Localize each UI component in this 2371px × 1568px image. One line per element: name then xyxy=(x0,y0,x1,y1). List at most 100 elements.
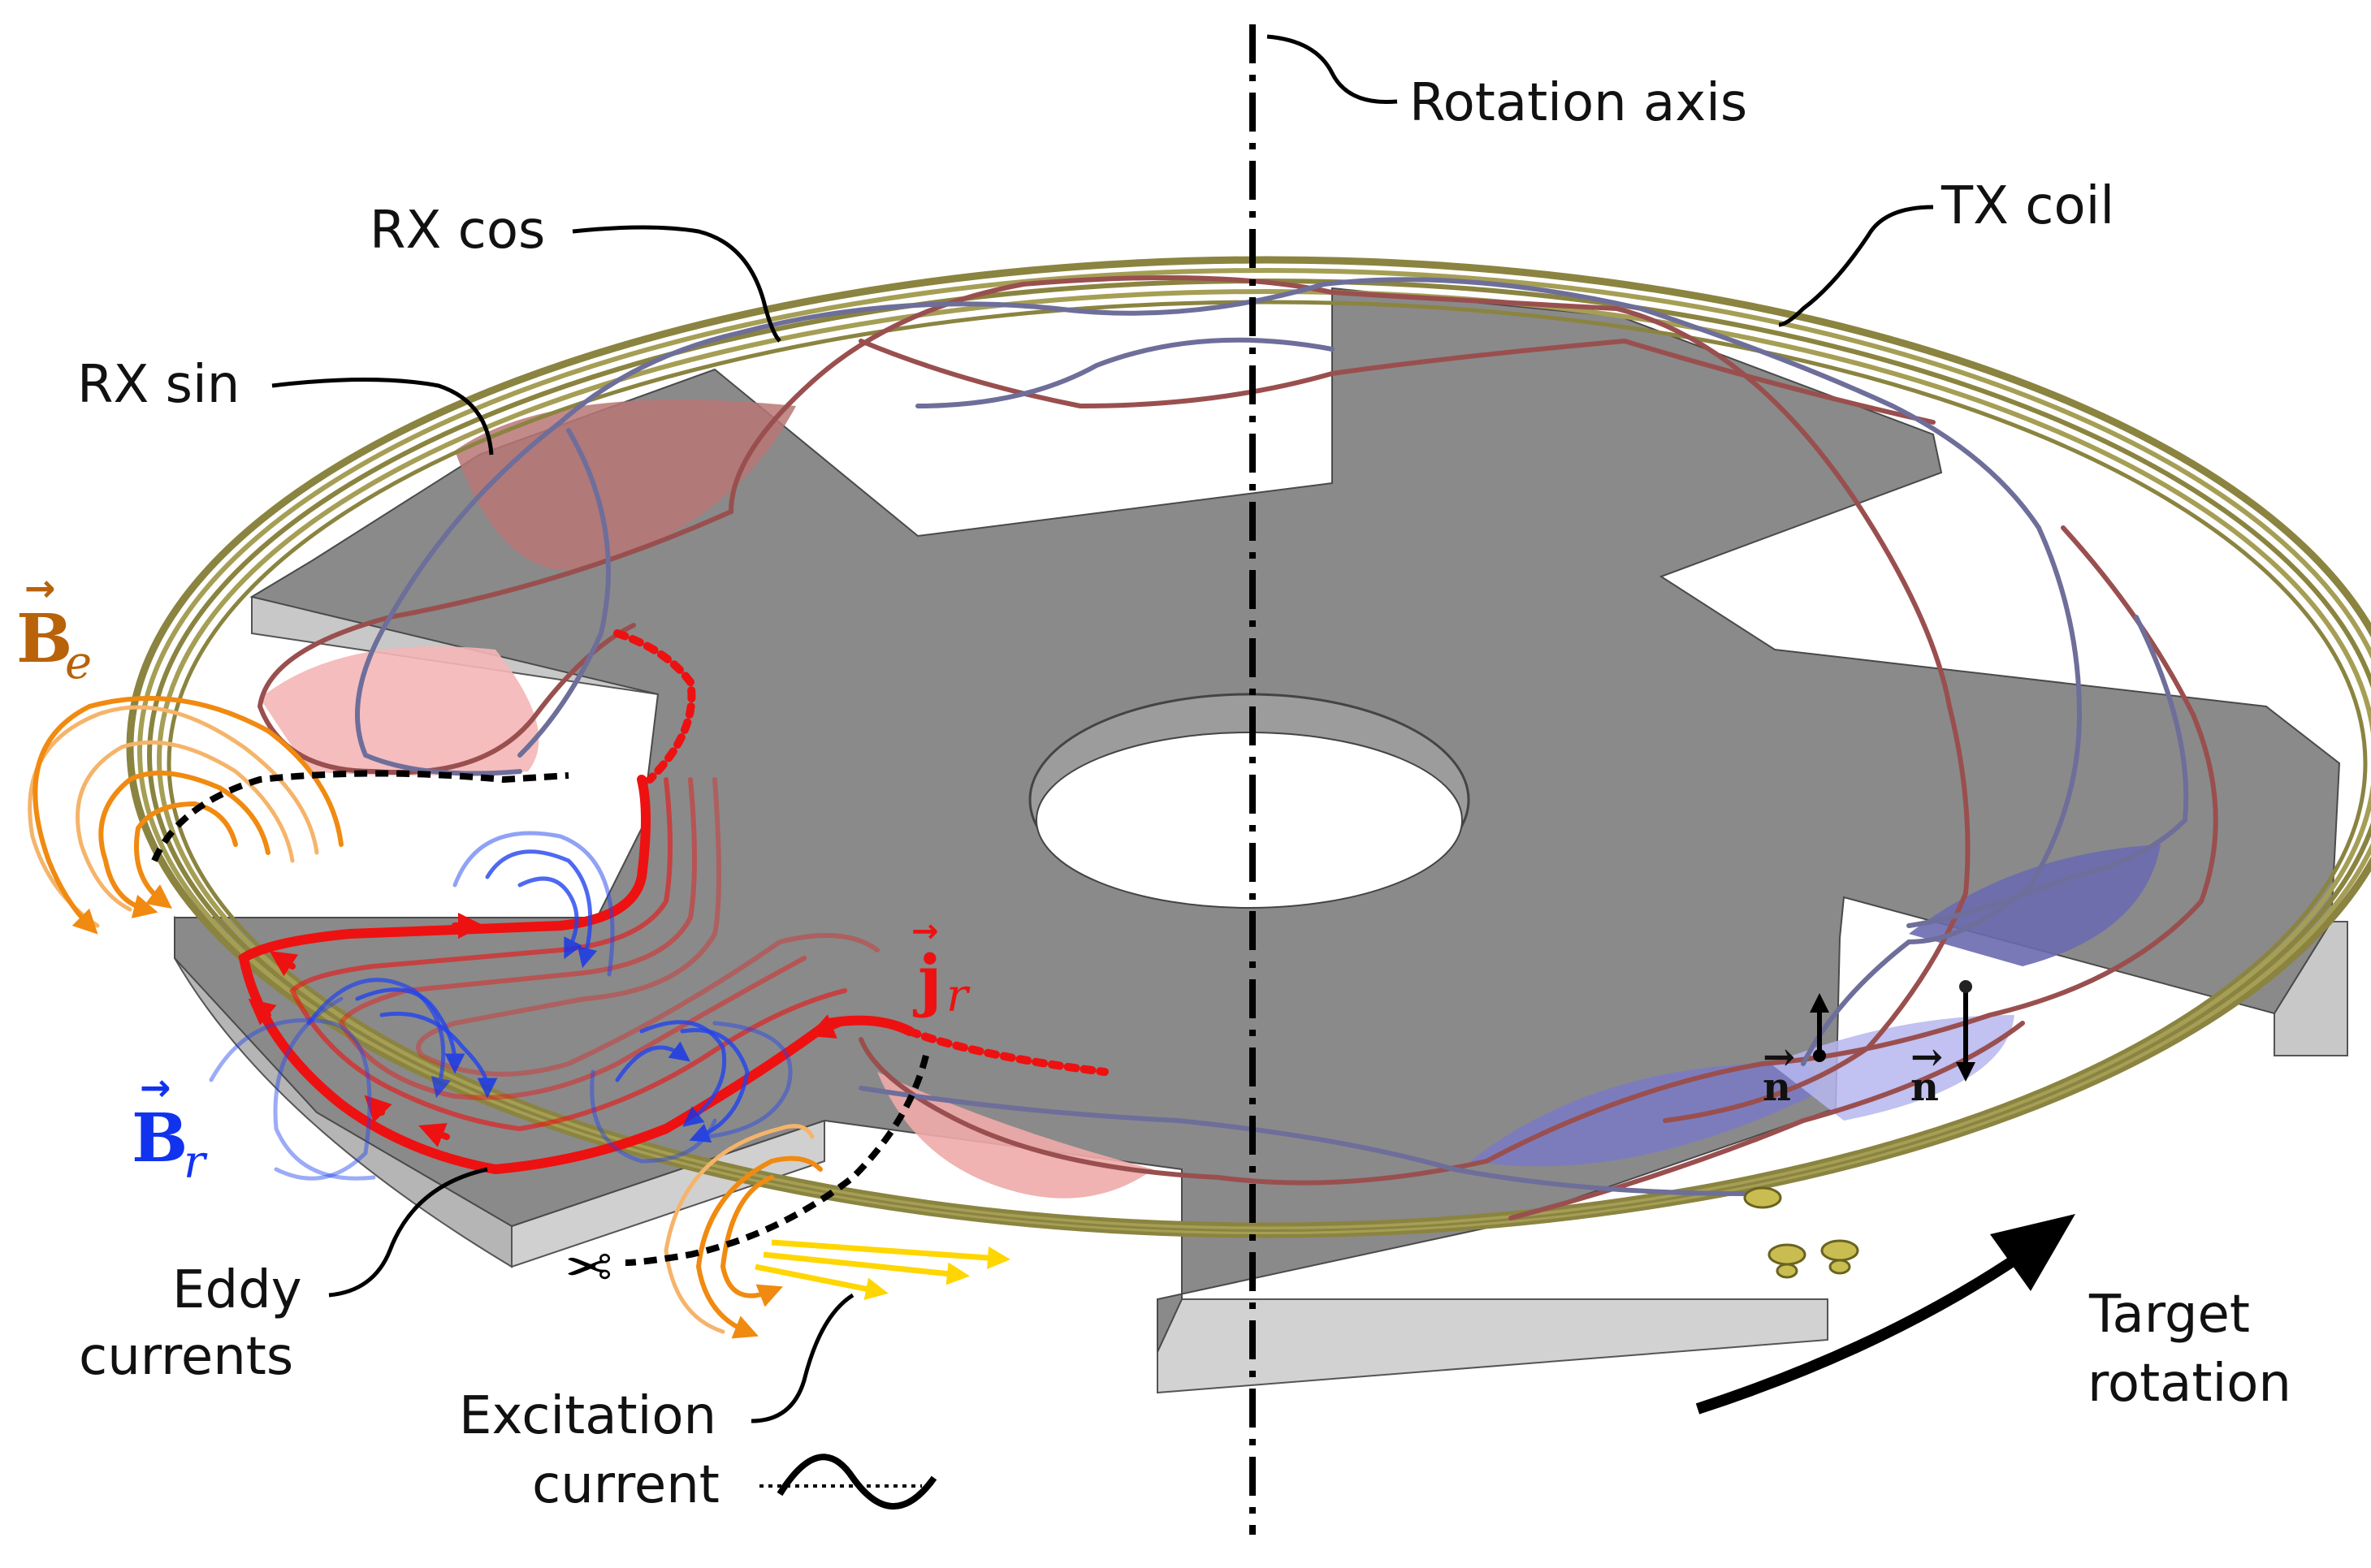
br-field-loop xyxy=(355,987,465,1074)
rx-fills xyxy=(260,400,2161,1199)
jr-label: → j r xyxy=(911,913,971,1022)
br-field-loop xyxy=(590,1069,717,1164)
rx-sin-label: RX sin xyxy=(77,355,240,415)
eddy-arrow xyxy=(269,951,299,977)
br-field-loop xyxy=(704,1021,793,1139)
rx-sin-wire xyxy=(915,337,1335,408)
normal-label-right: n xyxy=(1910,1065,1939,1110)
eddy-currents-label-2: currents xyxy=(79,1327,293,1387)
excitation-current xyxy=(755,1239,1010,1300)
br-label: → B r xyxy=(132,1065,208,1189)
leader-lines xyxy=(271,34,1934,1423)
rx-cos-lobe-2 xyxy=(1470,1062,1817,1167)
rx-sin-wire xyxy=(1906,615,2189,928)
eddy-currents-label-1: Eddy xyxy=(172,1260,302,1320)
br-field-loop xyxy=(517,876,582,960)
normal-down-base xyxy=(1959,980,1972,993)
br-field-loop xyxy=(306,978,452,1099)
sine-wave-icon xyxy=(759,1454,937,1510)
sine-wave-curve xyxy=(777,1454,937,1510)
rx-cos-lobe-3 xyxy=(1771,1015,2014,1121)
eddy-arrow xyxy=(364,1095,392,1123)
br-field-loop xyxy=(452,831,615,977)
tx-coil-turn xyxy=(167,300,2368,1227)
tx-terminal xyxy=(1743,1186,1782,1209)
normal-up-base xyxy=(1813,1049,1826,1062)
rx-sin-lobe-1 xyxy=(455,400,796,571)
rotation-arc xyxy=(1695,1250,2026,1415)
eddy-arrow xyxy=(418,1123,450,1147)
eddy-current-dotted xyxy=(613,629,696,784)
be-field-arc xyxy=(720,1175,783,1307)
be-field-arc xyxy=(134,801,238,909)
excitation-arrow xyxy=(763,1251,970,1285)
leader-rotation-axis xyxy=(1266,34,1398,105)
br-field-loop xyxy=(485,849,598,969)
excitation-current-label-2: current xyxy=(532,1455,720,1515)
rx-sin-lobe-2 xyxy=(260,646,539,775)
leader-rx-sin xyxy=(271,378,494,456)
excitation-arrow xyxy=(771,1239,1010,1269)
jr-vector-arrow: → xyxy=(911,913,939,950)
rx-sin-wire xyxy=(355,330,742,776)
be-symbol: B xyxy=(16,600,72,678)
cut-lines xyxy=(151,770,929,1266)
rx-cos-label: RX cos xyxy=(370,201,545,261)
eddy-current-path xyxy=(289,777,847,1132)
br-field-loop xyxy=(615,1041,691,1082)
rotation-axis-label: Rotation axis xyxy=(1409,73,1747,133)
excitation-arrow xyxy=(755,1263,889,1300)
be-subscript: e xyxy=(65,637,92,689)
normal-vectors: n → n → xyxy=(1763,980,1975,1110)
rx-cos-wire xyxy=(859,1037,1489,1186)
rx-cos-wire xyxy=(1021,275,1971,1123)
tx-coil-turn xyxy=(157,289,2371,1229)
rx-sin-lobe-3 xyxy=(877,1072,1153,1199)
br-field-loop xyxy=(209,1017,372,1181)
target-rotation-arrow xyxy=(1695,1214,2075,1415)
target-side-front xyxy=(1157,1298,1828,1394)
rx-cos-lobe-1 xyxy=(1909,844,2161,966)
tx-terminal xyxy=(1820,1239,1859,1262)
leader-rx-cos xyxy=(572,225,781,343)
br-field-loop xyxy=(379,1011,498,1099)
eddy-currents xyxy=(238,629,1109,1175)
br-subscript: r xyxy=(184,1136,208,1189)
be-vector-arrow: → xyxy=(24,566,56,610)
rx-sin-wire xyxy=(517,428,611,758)
jr-symbol: j xyxy=(912,941,942,1019)
cut-line xyxy=(151,770,569,862)
br-vector-arrow: → xyxy=(140,1065,171,1109)
rx-sin-wire xyxy=(859,1086,1749,1196)
tx-terminal xyxy=(1776,1263,1798,1279)
normal-vec-mark-left: → xyxy=(1763,1035,1795,1080)
cut-line xyxy=(625,1055,929,1266)
scissors-icon: ✂ xyxy=(565,1232,612,1298)
br-symbol: B xyxy=(132,1099,188,1177)
normal-vec-mark-right: → xyxy=(1910,1035,1943,1080)
tx-terminals xyxy=(1743,1186,1859,1279)
rotation-arrowhead xyxy=(1990,1214,2075,1291)
eddy-arrow xyxy=(248,998,277,1026)
rx-cos-wire xyxy=(1484,525,2218,1164)
reaction-field xyxy=(209,831,793,1181)
be-field-arc xyxy=(76,740,295,912)
target-rotation-label-1: Target xyxy=(2088,1285,2250,1345)
be-field-arc xyxy=(28,705,319,928)
be-field-arc xyxy=(32,696,344,935)
rx-sin-wire xyxy=(737,277,2041,530)
leader-excitation xyxy=(751,1293,855,1423)
be-label: → B e xyxy=(16,566,92,689)
br-field-loop xyxy=(639,1020,727,1127)
tx-terminal xyxy=(1828,1259,1851,1275)
br-field-loop xyxy=(680,1028,750,1143)
normal-label-left: n xyxy=(1763,1065,1791,1110)
leader-eddy xyxy=(328,1167,488,1298)
br-field-loop xyxy=(273,996,376,1181)
jr-subscript: r xyxy=(946,970,971,1022)
eddy-current-dotted xyxy=(906,1027,1109,1076)
rx-sin-wire xyxy=(1801,525,2083,1066)
leader-tx-coil xyxy=(1778,205,1934,327)
eddy-arrow xyxy=(808,1014,848,1039)
